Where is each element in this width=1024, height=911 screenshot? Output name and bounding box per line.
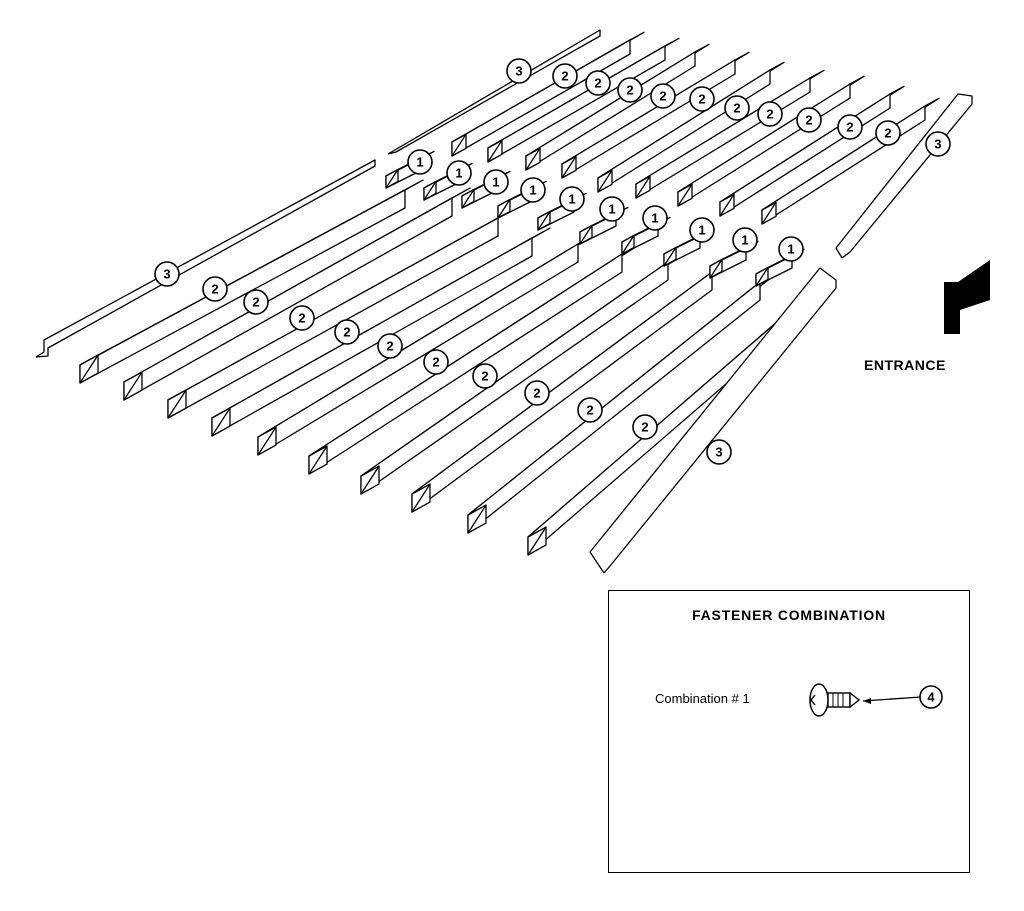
- callout-1-6: 1: [599, 196, 625, 222]
- callout-1-8-text: 1: [698, 223, 705, 238]
- callout-1-7-text: 1: [651, 211, 658, 226]
- rear-tube-4: [561, 51, 750, 179]
- callout-1-5: 1: [559, 186, 585, 212]
- callout-1-3: 1: [483, 169, 509, 195]
- callout-2-17: 2: [472, 363, 498, 389]
- callout-2-5: 2: [689, 86, 715, 112]
- callout-2-8-text: 2: [805, 113, 812, 128]
- callout-2-7: 2: [757, 101, 783, 127]
- callout-2-14-text: 2: [343, 325, 350, 340]
- screw-icon: [809, 683, 861, 717]
- callout-2-11: 2: [202, 276, 228, 302]
- callout-2-6-text: 2: [733, 101, 740, 116]
- front-tube-2: [123, 187, 471, 401]
- callout-2-12-text: 2: [252, 295, 259, 310]
- callout-2-14: 2: [334, 319, 360, 345]
- angle-right-front: [589, 267, 837, 574]
- fastener-combination-panel: FASTENER COMBINATION Combination # 1 4: [608, 590, 970, 873]
- callout-2-9-text: 2: [846, 120, 853, 135]
- callout-4: 4: [919, 685, 943, 709]
- callout-1-1: 1: [407, 149, 433, 175]
- front-tube-9: [467, 271, 779, 534]
- callout-1-4: 1: [520, 177, 546, 203]
- callout-2-7-text: 2: [766, 107, 773, 122]
- callout-4-text: 4: [927, 690, 935, 705]
- front-tube-10: [527, 291, 819, 556]
- callout-2-20: 2: [632, 414, 658, 440]
- callout-2-15: 2: [377, 333, 403, 359]
- callout-3-4-text: 3: [715, 445, 722, 460]
- callout-2-18-text: 2: [533, 386, 540, 401]
- callout-2-4: 2: [650, 83, 676, 109]
- callout-3-2-text: 3: [934, 137, 941, 152]
- callout-1-9-text: 1: [741, 233, 748, 248]
- callout-3-2: 3: [925, 131, 951, 157]
- callout-2-10: 2: [875, 120, 901, 146]
- callout-3-1-text: 3: [515, 64, 522, 79]
- callout-1-5-text: 1: [568, 192, 575, 207]
- fastener-panel-title: FASTENER COMBINATION: [692, 607, 886, 623]
- callout-2-11-text: 2: [211, 282, 218, 297]
- callout-1-2-text: 1: [455, 166, 462, 181]
- callout-2-18: 2: [524, 380, 550, 406]
- callout-2-8: 2: [796, 107, 822, 133]
- fastener-art: 4: [809, 683, 943, 717]
- entrance-arrow-icon: [944, 260, 990, 334]
- callout-1-8: 1: [689, 217, 715, 243]
- callout-2-9: 2: [837, 114, 863, 140]
- callout-3-3-text: 3: [163, 267, 170, 282]
- callout-2-1: 2: [552, 63, 578, 89]
- callout-2-3-text: 2: [626, 83, 633, 98]
- callout-2-5-text: 2: [698, 92, 705, 107]
- callout-1-2: 1: [446, 160, 472, 186]
- rear-tube-3: [525, 43, 710, 171]
- callout-1-7: 1: [642, 205, 668, 231]
- callout-1-10-text: 1: [787, 242, 794, 257]
- entrance-label: ENTRANCE: [864, 357, 946, 373]
- callout-3-1: 3: [506, 58, 532, 84]
- callout-3-4: 3: [706, 439, 732, 465]
- callout-2-6: 2: [724, 95, 750, 121]
- callout-2-13-text: 2: [298, 311, 305, 326]
- callout-2-19: 2: [577, 397, 603, 423]
- callout-2-12: 2: [243, 289, 269, 315]
- callout-2-2: 2: [585, 70, 611, 96]
- callout-2-10-text: 2: [884, 126, 891, 141]
- callout-2-16: 2: [423, 349, 449, 375]
- callout-1-3-text: 1: [492, 175, 499, 190]
- front-tube-7: [360, 251, 687, 495]
- callout-2-3: 2: [617, 77, 643, 103]
- callout-2-17-text: 2: [481, 369, 488, 384]
- callout-2-13: 2: [289, 305, 315, 331]
- front-tube-1: [79, 179, 424, 384]
- callout-2-16-text: 2: [432, 355, 439, 370]
- combination-label: Combination # 1: [655, 691, 750, 706]
- callout-2-15-text: 2: [386, 339, 393, 354]
- callout-2-19-text: 2: [586, 403, 593, 418]
- leader-arrow: [863, 698, 871, 704]
- callout-2-1-text: 2: [561, 69, 568, 84]
- callout-1-1-text: 1: [416, 155, 423, 170]
- callout-1-9: 1: [732, 227, 758, 253]
- callout-2-2-text: 2: [594, 76, 601, 91]
- front-tube-4: [211, 227, 551, 437]
- callout-1-6-text: 1: [608, 202, 615, 217]
- callout-1-4-text: 1: [529, 183, 536, 198]
- callout-2-4-text: 2: [659, 89, 666, 104]
- callout-2-20-text: 2: [641, 420, 648, 435]
- callout-3-3: 3: [154, 261, 180, 287]
- callout-1-10: 1: [778, 236, 804, 262]
- rear-tube-2: [487, 37, 680, 163]
- leader-line: [862, 696, 922, 702]
- angle-left: [35, 159, 376, 358]
